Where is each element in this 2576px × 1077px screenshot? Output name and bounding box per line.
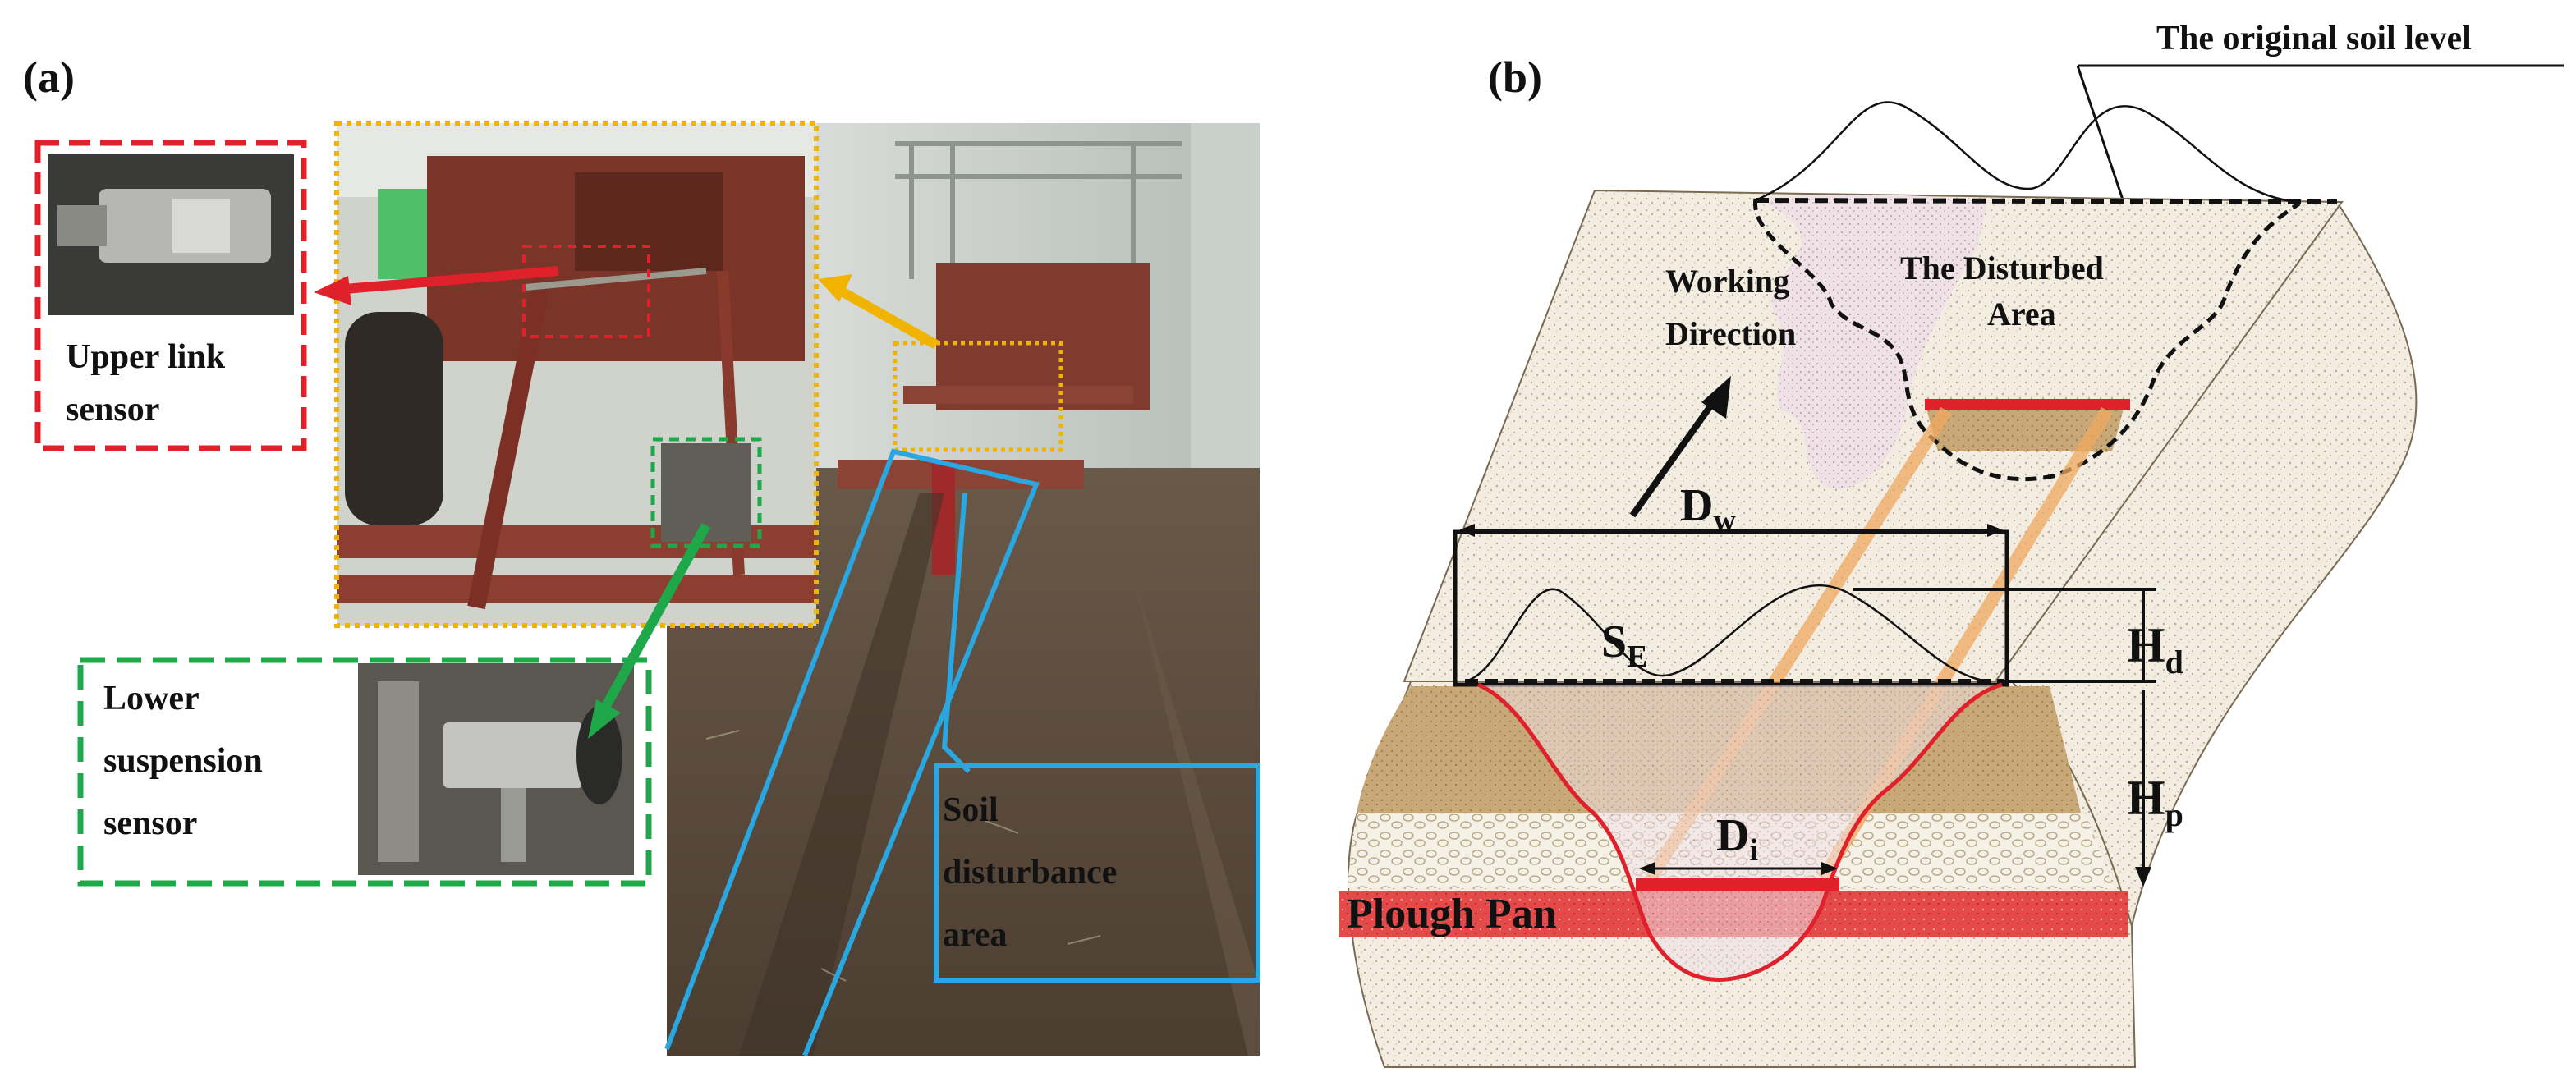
working-direction-arrow xyxy=(1629,376,1731,518)
di-bar xyxy=(1636,878,1839,891)
working-direction-label-1: Working xyxy=(1665,263,1789,300)
dw-label: Dw xyxy=(1680,480,1736,538)
working-direction-label-2: Direction xyxy=(1665,315,1796,352)
lower-sensor-label-3: sensor xyxy=(103,804,197,842)
soil-disturbance-label-box xyxy=(934,763,1260,983)
se-profile-curve xyxy=(1464,584,1988,683)
field-tractor-marker xyxy=(893,341,1063,452)
upper-link-sensor-label-1: Upper link xyxy=(66,338,226,376)
surface-profile-curve xyxy=(1755,101,2300,204)
lower-sensor-marker xyxy=(650,437,762,548)
panel-b-label: (b) xyxy=(1488,53,1542,102)
hp-label: Hp xyxy=(2127,771,2183,833)
yellow-arrow xyxy=(818,274,939,350)
original-soil-level-pointer xyxy=(2076,65,2125,203)
lower-sensor-label-2: suspension xyxy=(103,742,263,780)
hd-label: Hd xyxy=(2127,618,2183,681)
upper-link-marker xyxy=(522,245,650,338)
furrow-outline xyxy=(1477,682,2003,982)
disturbed-area-bottom xyxy=(1926,409,2124,451)
disturbed-area-label-1: The Disturbed xyxy=(1900,250,2104,286)
soil-disturbance-label-2: disturbance xyxy=(943,854,1117,891)
red-arrow xyxy=(314,266,559,305)
disturbed-area-label-2: Area xyxy=(1987,296,2056,332)
disturbed-width-bar xyxy=(1925,399,2130,410)
tractor-inset-frame xyxy=(334,121,819,628)
hp-dimension xyxy=(2135,690,2151,887)
original-soil-dashed-line xyxy=(1755,198,2338,204)
field-photo xyxy=(667,123,1260,1056)
upper-link-sensor-callout xyxy=(34,140,307,451)
green-arrow xyxy=(588,523,711,739)
upper-link-sensor-label-2: sensor xyxy=(66,391,159,429)
original-soil-level-label: The original soil level xyxy=(2156,20,2472,57)
dw-arrow xyxy=(1458,524,2004,537)
disturbed-area-outline xyxy=(1753,198,2301,482)
soil-disturbance-label-3: area xyxy=(943,916,1008,954)
lower-suspension-sensor-callout xyxy=(77,657,652,887)
furrow-interior xyxy=(1478,685,2002,980)
tractor-inset xyxy=(337,123,816,626)
soil-disturbance-label-1: Soil xyxy=(943,791,999,829)
di-label: Di xyxy=(1716,810,1758,868)
lower-sensor-label-1: Lower xyxy=(103,680,200,717)
se-label: SE xyxy=(1601,616,1648,674)
panel-a-label: (a) xyxy=(23,53,75,102)
plough-pan-label: Plough Pan xyxy=(1347,891,1557,937)
di-arrow xyxy=(1639,862,1838,875)
disturbed-area-fill xyxy=(1757,195,1987,490)
